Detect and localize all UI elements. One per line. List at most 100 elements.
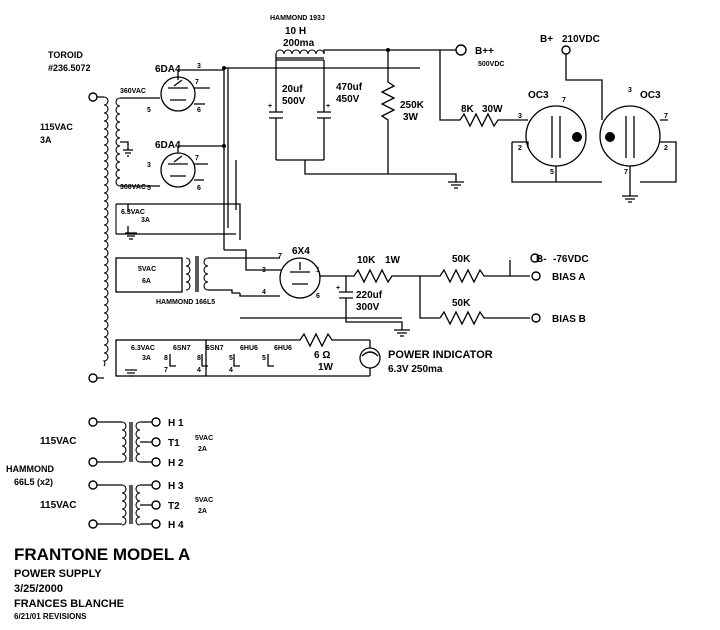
h1-label: H 1 — [168, 418, 184, 429]
pin-number: 8 — [197, 355, 201, 362]
bias-tube-label: 6X4 — [292, 246, 310, 257]
h3-label: H 3 — [168, 481, 184, 492]
t1-label: T1 — [168, 438, 180, 449]
filter-cap-1: + 20uf 500V — [268, 68, 306, 160]
t1-terminal[interactable] — [151, 437, 161, 447]
heater-string: 6SN7 6SN7 6HU6 6HU6 8 7 8 4 5 4 5 6 Ω 1W… — [164, 317, 493, 377]
schematic-revision: 6/21/01 REVISIONS — [14, 612, 87, 621]
pin-number: 5 — [262, 355, 266, 362]
pin-number: 5 — [550, 169, 554, 176]
schematic-title: FRANTONE MODEL A — [14, 545, 190, 564]
cap2-value: 470uf — [336, 82, 363, 93]
plus-sign: + — [268, 103, 272, 110]
pin-number: 5 — [229, 355, 233, 362]
bias-a-terminal[interactable] — [531, 271, 541, 281]
bpp-output: B++ 500VDC — [455, 44, 504, 68]
ht1-secondary-label: 5VAC — [195, 435, 213, 442]
pin-number: 3 — [518, 113, 522, 120]
primary-terminal-top — [88, 92, 98, 102]
cap2-voltage: 450V — [336, 94, 360, 105]
pin-number: 8 — [164, 355, 168, 362]
toroid-label: TOROID — [48, 50, 83, 60]
heater-tube1-label: 6SN7 — [173, 345, 191, 352]
h2-terminal[interactable] — [151, 457, 161, 467]
schematic-author: FRANCES BLANCHE — [14, 598, 124, 610]
cap1-voltage: 500V — [282, 96, 306, 107]
ht2-secondary-current: 2A — [198, 508, 207, 515]
primary-voltage-label: 115VAC — [40, 122, 73, 132]
indicator-lamp-icon — [359, 347, 381, 369]
aux-heater-winding-label: 6.3VAC — [131, 345, 155, 352]
bias-b-terminal[interactable] — [531, 313, 541, 323]
heater-winding-current: 3A — [141, 217, 150, 224]
heater-winding-label: 6.3VAC — [121, 209, 145, 216]
heater-ground-symbol — [125, 232, 137, 240]
plus-sign: + — [336, 285, 340, 292]
pin-number: 7 — [195, 155, 199, 162]
ht2-primary-label: 115VAC — [40, 500, 77, 511]
oc3-right-label: OC3 — [640, 90, 661, 101]
bias-resistor2-value: 50K — [452, 254, 471, 265]
bias-winding-current: 6A — [142, 278, 151, 285]
plus-sign: + — [326, 103, 330, 110]
heater-tube4-label: 6HU6 — [274, 345, 292, 352]
heater-transformer-1: 115VAC H 1 T1 H 2 5VAC 2A — [40, 417, 213, 469]
oc3-tube-left: OC3 7 3 2 5 B+ 210VDC — [511, 34, 603, 183]
filter-choke: HAMMOND 193J 10 H 200ma — [270, 15, 456, 68]
pin-number: 1 — [316, 267, 320, 274]
ct-ground-symbol — [123, 149, 133, 157]
dropping-resistor: 8K 30W — [439, 50, 520, 128]
h1-terminal[interactable] — [151, 417, 161, 427]
pin-number: 6 — [197, 185, 201, 192]
pin-number: 2 — [664, 145, 668, 152]
pin-number: 6 — [197, 107, 201, 114]
primary-current-label: 3A — [40, 135, 52, 145]
schematic-subtitle: POWER SUPPLY — [14, 568, 102, 580]
dropping-resistor-value: 8K — [461, 104, 475, 115]
pin-number: 7 — [562, 97, 566, 104]
hv-secondary-winding — [115, 97, 121, 187]
heater-tube2-label: 6SN7 — [206, 345, 224, 352]
bleeder-value: 250K — [400, 100, 425, 111]
ht2-secondary-label: 5VAC — [195, 497, 213, 504]
hv-winding-top-label: 360VAC — [120, 88, 146, 95]
primary-winding — [102, 96, 109, 367]
filter-cap-2: + 470uf 450V — [276, 60, 363, 161]
bpp-voltage: 500VDC — [478, 61, 504, 68]
rectifier-tube-bottom: 6DA4 3 7 5 6 — [147, 140, 224, 192]
schematic-date: 3/25/2000 — [14, 583, 63, 595]
pin-number: 7 — [624, 169, 628, 176]
rectifier-tube-top: 6DA4 3 7 5 6 — [147, 63, 224, 114]
pin-number: 5 — [147, 107, 151, 114]
toroid-part-number: #236.5072 — [48, 63, 91, 73]
pin-number: 7 — [195, 79, 199, 86]
power-indicator-label: POWER INDICATOR — [388, 349, 493, 361]
choke-current: 200ma — [283, 38, 315, 49]
rectifier-bottom-label: 6DA4 — [155, 140, 181, 151]
bp-terminal[interactable] — [561, 45, 571, 55]
bias-winding-label: 5VAC — [138, 266, 156, 273]
t2-label: T2 — [168, 501, 180, 512]
pin-number: 7 — [278, 253, 282, 260]
heater-resistor-value: 6 Ω — [314, 350, 330, 361]
bias-resistor3-value: 50K — [452, 298, 471, 309]
pin-number: 4 — [197, 367, 201, 374]
h2-label: H 2 — [168, 458, 184, 469]
choke-inductance: 10 H — [285, 26, 306, 37]
aux-ground-symbol — [125, 369, 137, 377]
hv-winding-bottom-label: 360VAC — [120, 184, 146, 191]
bias-supply: 10K 1W + 220uf 300V 50K 50K B- -76VDC BI… — [336, 253, 589, 337]
power-indicator-spec: 6.3V 250ma — [388, 364, 443, 375]
h3-terminal[interactable] — [151, 480, 161, 490]
bminus-terminal[interactable] — [530, 253, 540, 263]
dropping-resistor-power: 30W — [482, 104, 503, 115]
h4-label: H 4 — [168, 520, 184, 531]
pin-number: 3 — [197, 63, 201, 70]
h4-terminal[interactable] — [151, 519, 161, 529]
bp-label: B+ — [540, 34, 553, 45]
pin-number: 3 — [628, 87, 632, 94]
t2-terminal[interactable] — [151, 500, 161, 510]
ht-manufacturer-label: HAMMOND — [6, 464, 54, 474]
bpp-terminal[interactable] — [455, 44, 467, 56]
